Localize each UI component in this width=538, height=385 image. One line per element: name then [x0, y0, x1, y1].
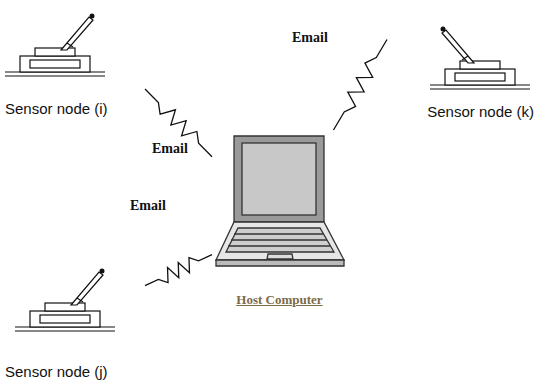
sensor-icon	[15, 265, 115, 345]
edge-label: Email	[150, 141, 190, 157]
lightning-connector	[334, 40, 388, 131]
sensor-node: Sensor node (k)	[387, 5, 534, 120]
node-label: Host Computer	[236, 292, 322, 308]
node-label: Sensor node (i)	[5, 100, 108, 117]
node-label: Sensor node (k)	[427, 103, 534, 120]
edge-label: Email	[290, 30, 330, 46]
sensor-node: Sensor node (i)	[5, 5, 145, 117]
sensor-icon	[425, 8, 530, 103]
sensor-icon	[5, 10, 105, 90]
node-label: Sensor node (j)	[5, 363, 108, 380]
edge-label: Email	[128, 198, 168, 214]
host-computer: Host Computer	[212, 130, 347, 308]
sensor-node: Sensor node (j)	[5, 262, 145, 380]
lightning-connector	[145, 89, 212, 157]
lightning-connector	[145, 255, 212, 286]
laptop-icon	[212, 132, 347, 282]
